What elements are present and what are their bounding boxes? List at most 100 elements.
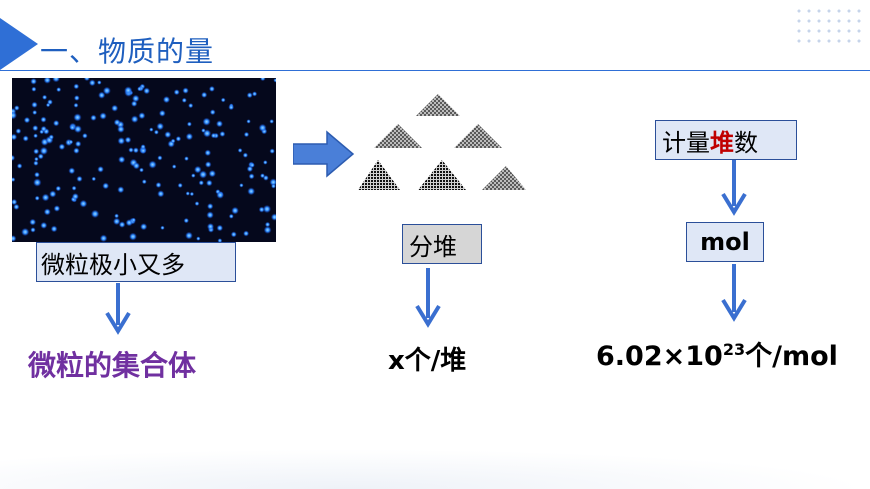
particle-dot	[183, 217, 189, 224]
avogadro-exponent: 23	[722, 340, 746, 359]
particle-dot	[239, 183, 244, 188]
particle-dot	[141, 179, 147, 185]
header-accent-triangle	[0, 18, 38, 70]
particle-dot	[258, 123, 267, 132]
particle-dot	[71, 185, 77, 191]
particle-dot	[247, 187, 256, 196]
particle-dot	[143, 87, 151, 95]
particle-dot	[53, 205, 61, 212]
particle-dot	[33, 178, 42, 187]
particle-dot	[237, 148, 243, 153]
particle-dot	[210, 132, 217, 139]
particle-dot	[132, 162, 140, 170]
count-label-highlight: 堆	[710, 128, 734, 157]
particle-dot	[12, 235, 17, 242]
page-title: 一、物质的量	[40, 35, 215, 68]
particle-dot	[140, 223, 148, 231]
particle-dot	[97, 166, 104, 173]
header-divider	[0, 70, 870, 71]
particle-dot	[132, 94, 140, 103]
particle-dot	[153, 129, 159, 135]
particle-dot	[30, 227, 36, 233]
particle-dot	[219, 131, 226, 137]
particle-dot	[132, 147, 139, 154]
particle-dot	[246, 165, 254, 173]
particle-dot	[49, 190, 57, 198]
particle-dot	[198, 180, 204, 186]
particle-dot	[102, 182, 110, 190]
particle-dot	[117, 125, 125, 133]
particle-dot	[260, 78, 266, 82]
particle-dot	[269, 148, 275, 154]
particle-dot	[15, 128, 22, 134]
arrow-down-icon	[104, 283, 132, 337]
particle-dot	[194, 165, 202, 174]
particle-dot	[90, 114, 97, 121]
particle-dot	[73, 95, 80, 101]
particle-dot	[260, 173, 265, 179]
particle-dot	[102, 86, 111, 95]
particle-dot	[138, 112, 146, 120]
particle-dot	[262, 204, 272, 214]
particle-dot	[29, 218, 37, 226]
particle-dot	[270, 213, 276, 221]
arrow-down-icon	[414, 268, 442, 330]
particle-dot	[124, 86, 133, 95]
particle-dot	[263, 226, 272, 234]
particle-dot	[88, 79, 96, 87]
group-into-piles-label: 分堆	[402, 224, 482, 264]
particle-dot	[216, 224, 224, 232]
particle-dot	[69, 124, 76, 131]
particle-dot	[56, 87, 62, 93]
arrow-down-icon	[720, 160, 748, 218]
particle-dot	[209, 109, 216, 116]
particle-dot	[139, 167, 144, 173]
particle-dot	[171, 164, 177, 169]
particle-dot	[73, 125, 82, 134]
particle-dot	[191, 173, 196, 178]
particle-dot	[71, 193, 79, 200]
particle-dot	[196, 236, 201, 241]
avogadro-constant-text: 6.02×1023个/mol	[596, 334, 838, 373]
particle-dot	[228, 104, 235, 111]
particle-dot	[30, 78, 37, 85]
particle-dot	[90, 209, 100, 219]
particle-dot	[216, 120, 223, 128]
particle-dot	[34, 195, 40, 201]
mol-unit-label: mol	[686, 222, 764, 262]
particle-dot	[21, 227, 30, 237]
particle-dot	[157, 155, 163, 161]
arrow-down-icon	[720, 264, 748, 324]
grey-triangle-piles	[356, 90, 526, 200]
particle-dot	[216, 191, 225, 199]
particle-dot	[217, 238, 223, 242]
particle-dot	[246, 92, 253, 99]
decorative-dot-grid	[794, 6, 864, 44]
blue-particles-photo	[12, 78, 276, 242]
particle-dot	[201, 128, 206, 133]
particle-dot	[73, 113, 82, 122]
particle-dot	[230, 231, 237, 238]
particle-dot	[117, 186, 125, 194]
particle-dot	[43, 78, 51, 84]
decorative-background	[0, 449, 870, 489]
particle-dot	[79, 199, 88, 208]
avogadro-unit: 个/mol	[745, 341, 838, 372]
particle-dot	[33, 148, 40, 155]
particle-dot	[113, 217, 121, 226]
particle-dot	[34, 156, 39, 162]
particle-dot	[189, 191, 195, 197]
particle-dot	[158, 109, 166, 117]
particle-dot	[82, 133, 88, 139]
particle-dot	[186, 121, 192, 127]
particle-dot	[156, 122, 164, 131]
particle-dot	[91, 176, 97, 182]
particle-dot	[33, 160, 39, 166]
particle-dot	[113, 119, 121, 126]
particle-dot	[157, 190, 165, 198]
particle-dot	[32, 125, 39, 132]
particle-dot	[137, 86, 142, 92]
particle-dot	[269, 119, 275, 124]
count-label-prefix: 计量	[662, 128, 710, 157]
particle-dot	[175, 136, 182, 142]
